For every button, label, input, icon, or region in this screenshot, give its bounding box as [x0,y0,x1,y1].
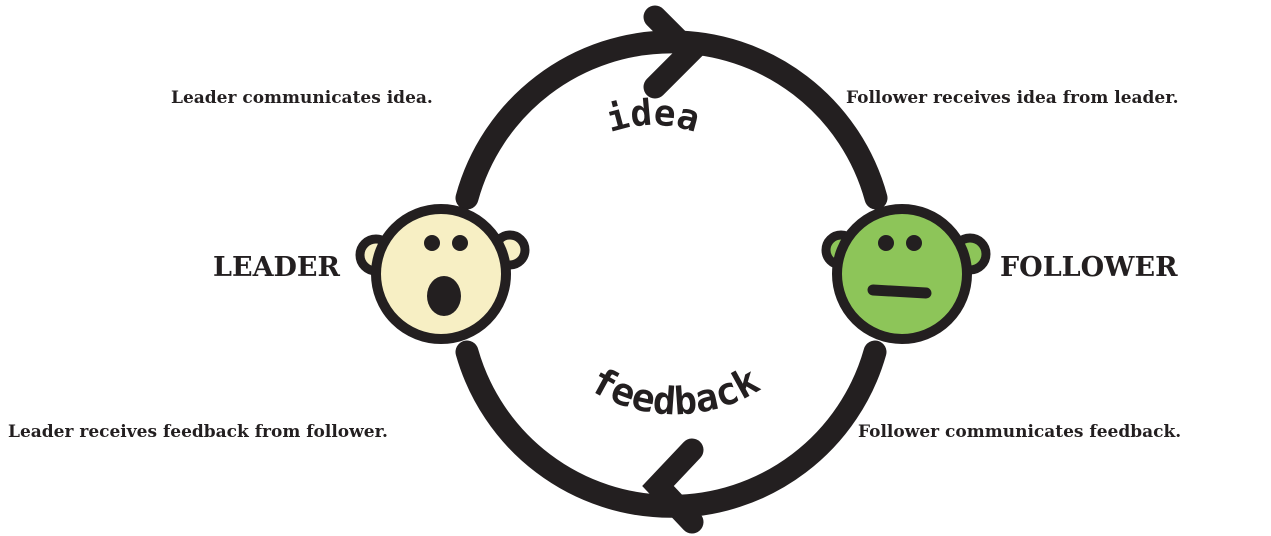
feedback-arrowhead-icon [642,438,704,534]
follower-eye-left [878,235,894,251]
idea-arrowhead-icon [643,5,707,99]
caption-leader-communicates: Leader communicates idea. [171,88,433,108]
follower-eye-right [906,235,922,251]
caption-leader-receives: Leader receives feedback from follower. [8,422,388,442]
caption-follower-receives: Follower receives idea from leader. [846,88,1179,108]
follower-role-label: FOLLOWER [1000,252,1178,283]
caption-follower-communicates: Follower communicates feedback. [858,422,1182,442]
follower-face-icon [821,204,991,344]
leader-role-label: LEADER [213,252,340,283]
leader-eye-right [452,235,468,251]
feedback-label: feedback [584,358,767,423]
follower-mouth [867,284,932,299]
leader-eye-left [424,235,440,251]
leader-open-mouth [427,276,461,316]
idea-label: idea [602,93,704,141]
leader-face-icon [355,204,530,344]
